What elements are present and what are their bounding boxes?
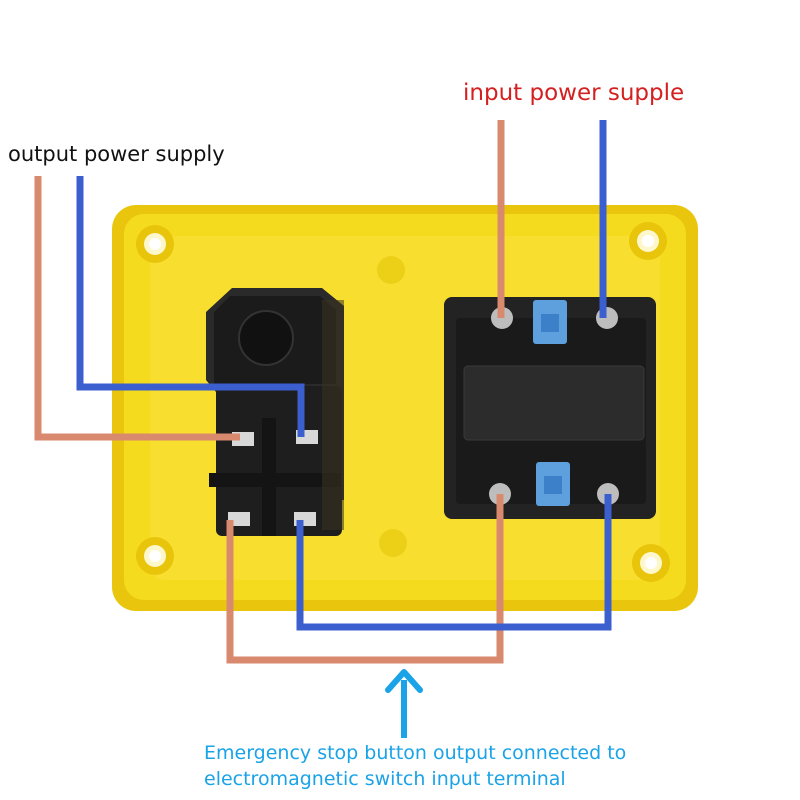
wiring-caption: Emergency stop button output connected t…: [204, 740, 626, 792]
embossed-dimple: [379, 529, 407, 557]
interconnect-neutral-wire: [296, 494, 612, 631]
mounting-hole-bottom-left: [136, 537, 174, 575]
mounting-hole-top-left: [136, 225, 174, 263]
interconnect-live-wire: [226, 494, 504, 664]
output-live-wire: [34, 176, 240, 441]
emergency-stop-switch: [206, 288, 344, 536]
input-power-supply-label: input power supple: [463, 80, 685, 106]
output-power-supply-label: output power supply: [8, 142, 225, 166]
up-arrow-icon: [385, 669, 423, 738]
center-label-plate: [463, 365, 645, 441]
caption-line-1: Emergency stop button output connected t…: [204, 742, 627, 764]
mounting-hole-top-right: [629, 222, 667, 260]
mounting-hole-bottom-right: [632, 544, 670, 582]
switch-knob: [238, 310, 294, 366]
caption-line-2: electromagnetic switch input terminal: [204, 768, 566, 790]
electromagnetic-switch: [444, 297, 656, 519]
embossed-dimple: [377, 256, 405, 284]
screw-terminal: [596, 307, 618, 329]
output-neutral-wire: [76, 176, 305, 437]
